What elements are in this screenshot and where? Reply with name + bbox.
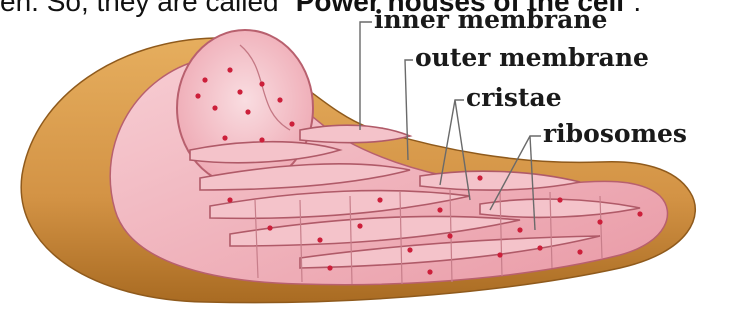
label-cristae: cristae: [466, 84, 562, 112]
crista-fold: [300, 125, 410, 142]
label-ribosomes: ribosomes: [543, 120, 687, 148]
label-outer-membrane: outer membrane: [415, 44, 649, 72]
leader-inner-membrane: [360, 22, 372, 130]
label-inner-membrane: inner membrane: [374, 6, 607, 34]
